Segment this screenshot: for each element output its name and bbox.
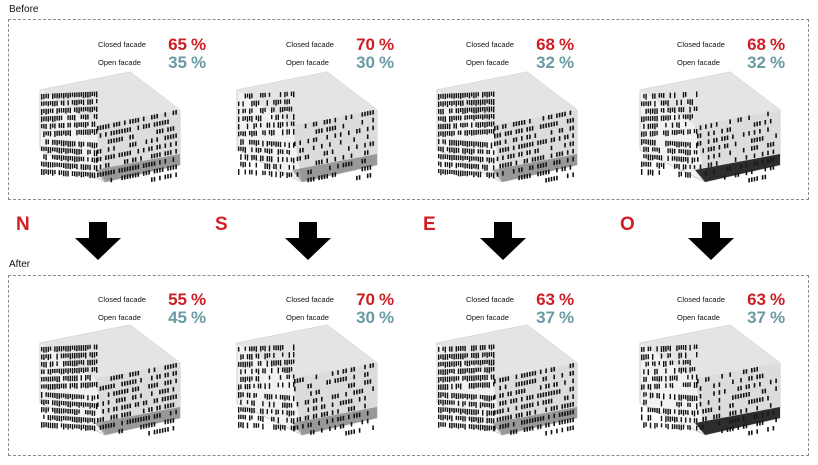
building-facade-icon	[232, 323, 382, 443]
before-col2-closed-facade-value: 68	[536, 35, 555, 54]
after-col1-open-facade-value: 30	[356, 308, 375, 327]
building-facade-icon	[635, 323, 785, 443]
before-col1-open-facade-label: Open facade	[286, 58, 329, 67]
after-col0-open-facade-label: Open facade	[98, 313, 141, 322]
before-col3-open-facade-label: Open facade	[677, 58, 720, 67]
after-col2-closed-facade-label: Closed facade	[466, 295, 514, 304]
before-col1-closed-facade-percent-sign: %	[379, 35, 395, 54]
before-col3-closed-facade-percent-sign: %	[770, 35, 786, 54]
before-col1-open-facade-value: 30	[356, 53, 375, 72]
after-col1-open-facade-percent-sign: %	[379, 308, 395, 327]
after-panel	[8, 275, 809, 456]
after-col1-open-facade-label: Open facade	[286, 313, 329, 322]
after-col0-closed-facade-label: Closed facade	[98, 295, 146, 304]
before-col1-closed-facade-label: Closed facade	[286, 40, 334, 49]
direction-letter-n: N	[16, 214, 30, 235]
after-col1-closed-facade-percent-sign: %	[379, 290, 395, 309]
after-col2-closed-facade-percent-sign: %	[559, 290, 575, 309]
before-col2-open-facade-percent-sign: %	[559, 53, 575, 72]
before-col3-open-facade-percent-sign: %	[770, 53, 786, 72]
building-facade-icon	[432, 70, 582, 190]
before-panel	[8, 19, 809, 200]
direction-letter-e: E	[423, 214, 436, 235]
after-col0-open-facade-value: 45	[168, 308, 187, 327]
after-col3-closed-facade-percent-sign: %	[770, 290, 786, 309]
building-facade-icon	[35, 323, 185, 443]
building-facade-icon	[432, 323, 582, 443]
building-facade-icon	[232, 70, 382, 190]
after-col3-open-facade-percent-sign: %	[770, 308, 786, 327]
building-facade-icon	[35, 70, 185, 190]
down-arrow-icon	[75, 222, 121, 265]
down-arrow-icon	[285, 222, 331, 265]
after-col3-closed-facade-value: 63	[747, 290, 766, 309]
after-col0-open-facade-percent-sign: %	[191, 308, 207, 327]
building-facade-icon	[635, 70, 785, 190]
after-col1-closed-facade-label: Closed facade	[286, 295, 334, 304]
after-col1-closed-facade-value: 70	[356, 290, 375, 309]
after-col3-open-facade-label: Open facade	[677, 313, 720, 322]
after-col3-open-facade-value: 37	[747, 308, 766, 327]
before-col2-closed-facade-label: Closed facade	[466, 40, 514, 49]
before-col3-closed-facade-label: Closed facade	[677, 40, 725, 49]
before-label: Before	[9, 4, 39, 15]
before-col0-open-facade-percent-sign: %	[191, 53, 207, 72]
before-col0-closed-facade-label: Closed facade	[98, 40, 146, 49]
after-col0-closed-facade-value: 55	[168, 290, 187, 309]
down-arrow-icon	[480, 222, 526, 265]
before-col3-open-facade-value: 32	[747, 53, 766, 72]
after-col2-closed-facade-value: 63	[536, 290, 555, 309]
before-col0-open-facade-label: Open facade	[98, 58, 141, 67]
before-col1-closed-facade-value: 70	[356, 35, 375, 54]
before-col3-closed-facade-value: 68	[747, 35, 766, 54]
after-col2-open-facade-label: Open facade	[466, 313, 509, 322]
before-col0-closed-facade-percent-sign: %	[191, 35, 207, 54]
direction-letter-o: O	[620, 214, 635, 235]
before-col0-closed-facade-value: 65	[168, 35, 187, 54]
before-col1-open-facade-percent-sign: %	[379, 53, 395, 72]
before-col2-open-facade-label: Open facade	[466, 58, 509, 67]
before-col2-open-facade-value: 32	[536, 53, 555, 72]
before-col0-open-facade-value: 35	[168, 53, 187, 72]
after-col0-closed-facade-percent-sign: %	[191, 290, 207, 309]
after-label: After	[9, 259, 31, 270]
after-col2-open-facade-value: 37	[536, 308, 555, 327]
before-col2-closed-facade-percent-sign: %	[559, 35, 575, 54]
direction-letter-s: S	[215, 214, 228, 235]
after-col3-closed-facade-label: Closed facade	[677, 295, 725, 304]
down-arrow-icon	[688, 222, 734, 265]
after-col2-open-facade-percent-sign: %	[559, 308, 575, 327]
